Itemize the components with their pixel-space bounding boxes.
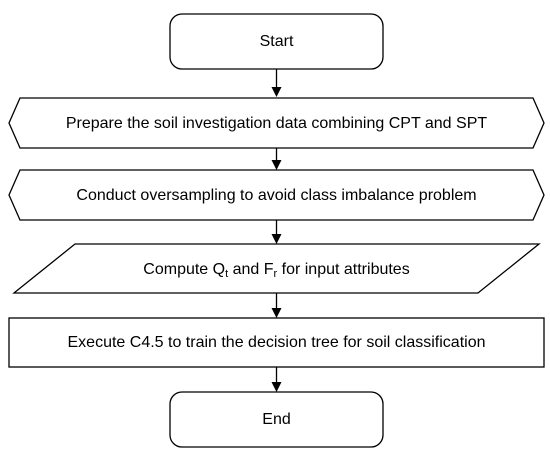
end-label: End [262, 411, 290, 428]
compute-attributes-label: Compute Qt and Fr for input attributes [143, 261, 409, 280]
end-node: End [169, 391, 384, 448]
arrow-start-to-prepare [271, 69, 282, 97]
oversampling-shape [8, 169, 545, 221]
prepare-data-shape [8, 97, 545, 149]
execute-c45-shape [8, 317, 545, 368]
f-subscript: r [274, 268, 278, 280]
start-label: Start [260, 33, 294, 50]
arrow-execute-to-end [271, 367, 282, 392]
compute-suffix: for input attributes [277, 261, 410, 278]
execute-c45-label: Execute C4.5 to train the decision tree … [68, 334, 486, 351]
oversampling-node: Conduct oversampling to avoid class imba… [8, 169, 545, 221]
arrow-oversample-to-compute [271, 220, 282, 244]
oversampling-label: Conduct oversampling to avoid class imba… [76, 187, 476, 204]
compute-attributes-node: Compute Qt and Fr for input attributes [12, 243, 541, 294]
q-subscript: t [225, 268, 228, 280]
prepare-data-label: Prepare the soil investigation data comb… [66, 115, 488, 132]
compute-attributes-shape [12, 243, 541, 294]
compute-prefix: Compute Q [143, 261, 225, 278]
prepare-data-node: Prepare the soil investigation data comb… [8, 97, 545, 149]
arrow-compute-to-execute [271, 293, 282, 318]
end-shape [169, 391, 384, 448]
arrow-prepare-to-oversample [271, 148, 282, 170]
compute-middle: and F [228, 261, 274, 278]
start-node: Start [169, 13, 384, 70]
execute-c45-node: Execute C4.5 to train the decision tree … [8, 317, 545, 368]
